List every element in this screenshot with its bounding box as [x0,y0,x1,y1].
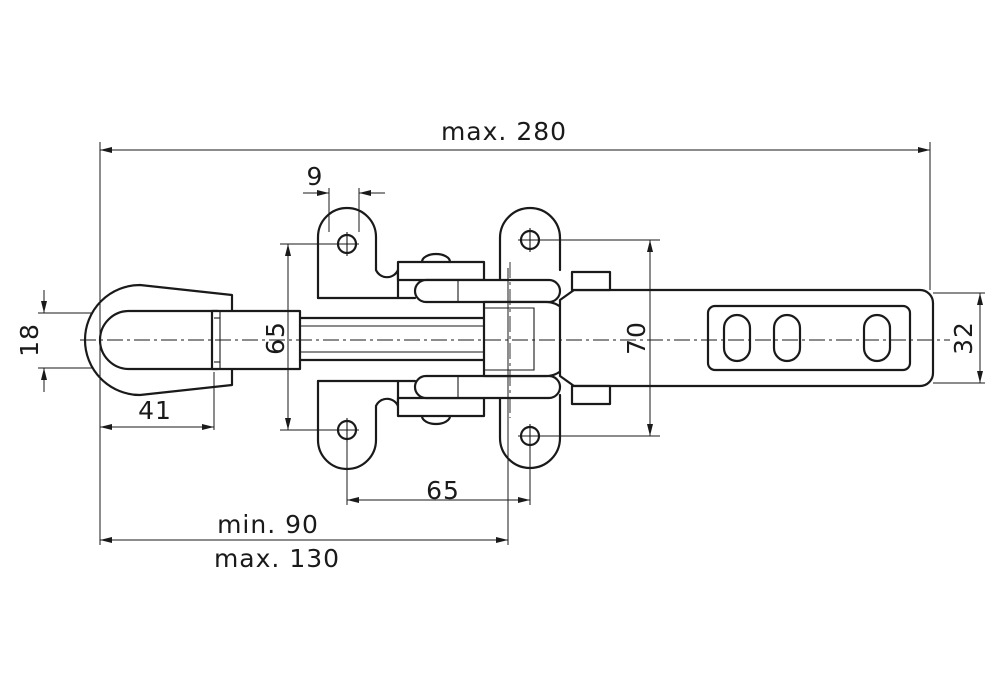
top-nut [420,252,452,264]
top-hinge-pin [570,270,612,292]
bottom-hinge-pin [570,384,612,406]
label-hole-spacing-left: 65 [261,321,290,355]
handle-grip-recess [706,304,912,372]
pivot-block-inner [484,307,535,371]
label-hole-spacing-right: 70 [622,321,651,355]
label-overall-length: max. 280 [441,117,567,146]
mounting-holes [335,228,542,448]
label-loop-length: 41 [138,396,172,425]
bottom-nut [420,414,452,426]
u-loop-outer [83,283,234,397]
label-stroke-max: max. 130 [214,544,340,573]
label-hole-pitch: 65 [426,476,460,505]
bottom-guide-tab [396,396,486,418]
top-guide-tab [396,260,486,282]
pivot-block [482,300,572,378]
label-handle-width: 32 [949,321,978,355]
grip-slot-1 [722,313,752,363]
clamp-part [80,206,950,471]
label-stroke-min: min. 90 [217,510,319,539]
bottom-linkage-arm [413,374,562,400]
handle-lever [558,288,935,388]
grip-slot-3 [862,313,892,363]
grip-slot-2 [772,313,802,363]
dimensions: max. 280 9 65 70 18 41 65 min. 90 max. 1… [15,117,985,573]
label-hole-diameter: 9 [307,162,324,191]
left-base-plate [316,206,400,471]
top-linkage-arm [413,278,562,304]
label-loop-width: 18 [15,323,44,357]
